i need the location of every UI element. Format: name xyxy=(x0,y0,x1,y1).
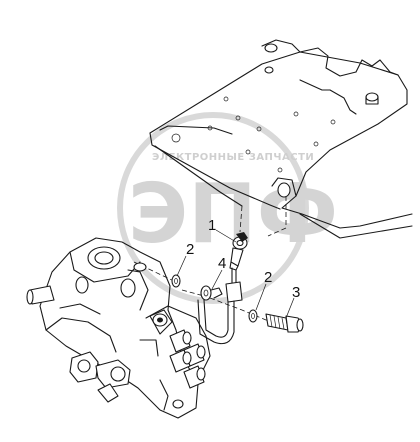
part-2-washer-left xyxy=(171,274,181,288)
callout-3: 3 xyxy=(292,284,300,301)
delivery-outlets xyxy=(169,329,206,389)
injection-pump xyxy=(26,237,211,419)
part-4-nut xyxy=(200,285,223,301)
callout-2-left: 2 xyxy=(186,241,194,258)
part-1-banjo-fitting xyxy=(229,232,248,271)
watermark-top-text: ЭЛЕКТРОННЫЕ ЗАПЧАСТИ xyxy=(152,152,314,163)
callout-1: 1 xyxy=(208,217,216,234)
callout-leaders xyxy=(176,229,295,319)
watermark: ЭЛЕКТРОННЫЕ ЗАПЧАСТИ ЭПФ xyxy=(117,112,338,304)
callout-labels: 1 2 4 2 3 xyxy=(186,217,300,301)
engine-block-plate xyxy=(149,39,413,239)
callout-2-right: 2 xyxy=(264,269,272,286)
fuel-pipe xyxy=(197,267,243,345)
part-3-banjo-bolt xyxy=(265,313,304,333)
part-2-washer-right xyxy=(248,309,258,323)
callout-4: 4 xyxy=(218,255,226,272)
